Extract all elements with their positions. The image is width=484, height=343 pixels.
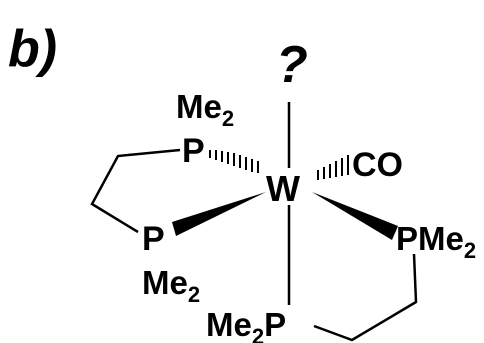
upper-left-methyl-label: Me2 — [176, 88, 234, 131]
panel-label: b) — [8, 20, 57, 78]
hashed-bond-w-upper-left-p — [209, 150, 259, 173]
hashed-bond-w-co — [317, 155, 349, 180]
tungsten-atom-label: W — [266, 168, 300, 209]
right-ethylene-bridge — [313, 253, 418, 342]
bottom-phosphine-label: Me2P — [206, 306, 286, 343]
wedge-bond-w-left-p — [172, 192, 266, 236]
left-methyl-label: Me2 — [142, 264, 200, 307]
carbonyl-label: CO — [352, 146, 403, 184]
right-phosphine-label: PMe2 — [396, 220, 476, 263]
wedge-bond-w-right-p — [312, 192, 398, 240]
left-phosphorus-label: P — [142, 220, 165, 258]
unknown-ligand-label: ? — [276, 36, 308, 94]
left-ethylene-bridge — [90, 148, 181, 234]
upper-left-phosphorus-label: P — [182, 132, 205, 170]
